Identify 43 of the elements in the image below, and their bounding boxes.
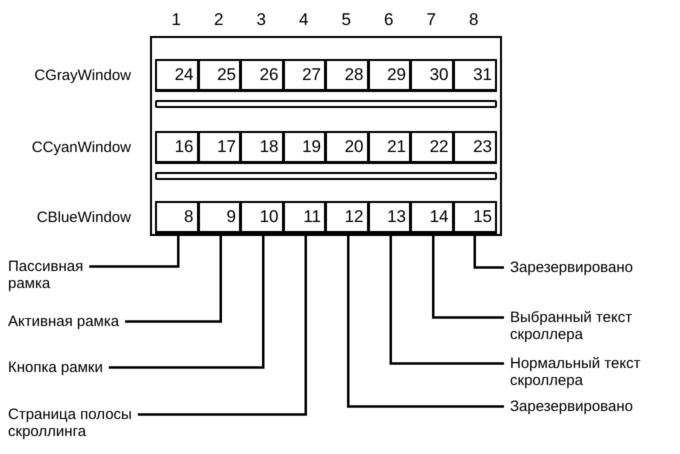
palette-cell: 30 [412,61,454,89]
palette-cell: 31 [454,61,495,89]
palette-cell: 25 [200,61,242,89]
column-number: 8 [468,10,480,30]
palette-cell: 14 [412,203,454,231]
palette-cell: 16 [157,133,200,161]
column-number: 4 [298,10,310,30]
palette-cell: 20 [327,133,370,161]
column-number: 5 [340,10,352,30]
palette-cell: 29 [370,61,412,89]
palette-cell: 15 [454,203,495,231]
palette-cell: 21 [370,133,412,161]
palette-cell: 19 [284,133,327,161]
row-label: CBlueWindow [36,209,131,226]
palette-cell: 10 [242,203,284,231]
column-number: 6 [383,10,394,30]
description-label: Зарезервировано [510,259,633,276]
column-number: 3 [256,10,267,30]
description-label: Пассивная рамка [8,258,108,292]
palette-cell: 17 [200,133,242,161]
palette-cell: 11 [284,203,327,231]
palette-cell: 8 [157,203,200,231]
description-label: Активная рамка [8,313,120,330]
description-label: Выбранный текст скроллера [510,309,660,343]
description-label: Страница полосы скроллинга [8,406,158,440]
palette-cell: 26 [242,61,284,89]
palette-cell: 24 [157,61,200,89]
description-label: Зарезервировано [510,398,633,415]
column-number: 1 [170,10,182,30]
palette-cell: 18 [242,133,284,161]
description-label: Кнопка рамки [8,359,103,376]
palette-cell: 27 [284,61,327,89]
palette-cell: 9 [200,203,242,231]
palette-cell: 28 [327,61,370,89]
column-number: 2 [213,10,224,30]
column-number: 7 [426,10,437,30]
palette-cell: 12 [327,203,370,231]
palette-cell: 22 [412,133,454,161]
palette-cell: 13 [370,203,412,231]
row-label: CGrayWindow [34,67,131,84]
palette-cell: 23 [454,133,495,161]
row-label: CCyanWindow [32,139,131,156]
description-label: Нормальный текст скроллера [510,355,660,389]
